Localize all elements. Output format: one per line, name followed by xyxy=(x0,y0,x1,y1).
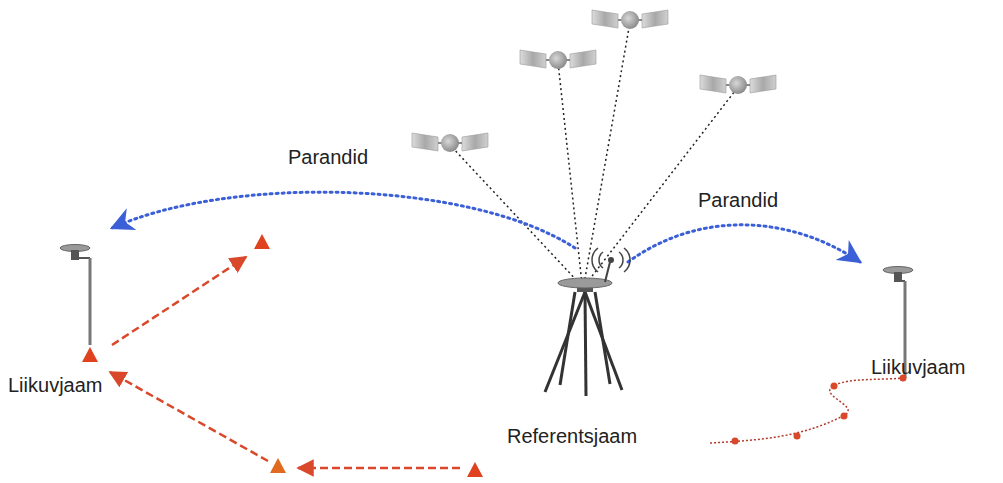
station-label: Referentsjaam xyxy=(507,424,637,448)
station-label: Liikuvjaam xyxy=(8,373,102,397)
station-label: Parandid xyxy=(698,188,778,212)
station-label: Parandid xyxy=(288,145,368,169)
station-label: Liikuvjaam xyxy=(871,355,965,379)
